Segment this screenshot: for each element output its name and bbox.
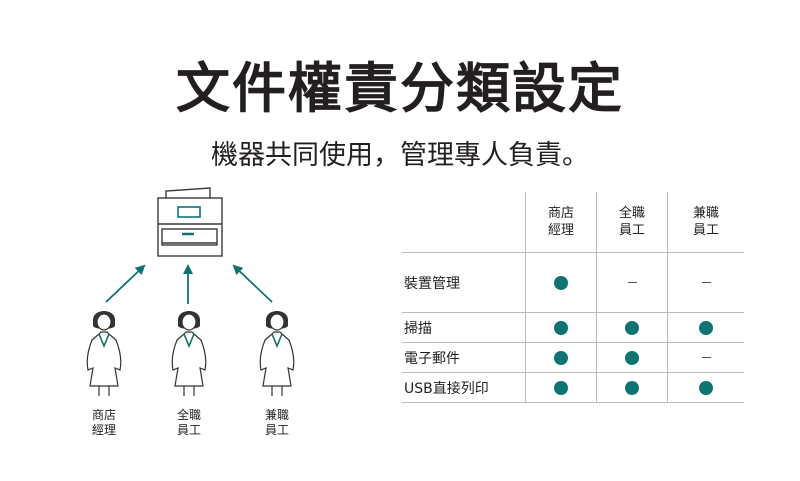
permission-cell	[525, 372, 597, 403]
row-label: 掃描	[402, 312, 526, 343]
arrow-right	[232, 264, 273, 303]
allowed-dot-icon	[554, 350, 568, 365]
person-label-parttime: 兼職員工	[264, 408, 289, 437]
not-allowed-dash-icon	[701, 357, 711, 358]
row-label: 電子郵件	[402, 342, 526, 373]
page-title: 文件權責分類設定	[176, 57, 624, 120]
person-label-manager: 商店經理	[91, 408, 116, 437]
arrow-left	[105, 264, 146, 303]
column-header: 商店經理	[525, 192, 597, 253]
printer-icon	[157, 187, 223, 257]
allowed-dot-icon	[554, 320, 568, 335]
permission-cell	[667, 342, 744, 373]
allowed-dot-icon	[554, 275, 568, 290]
person-icon	[259, 311, 295, 396]
permission-cell	[667, 372, 744, 403]
permission-cell	[667, 252, 744, 313]
permission-cell	[525, 342, 597, 373]
table-row: 電子郵件	[402, 342, 744, 373]
table-row: 裝置管理	[402, 252, 744, 313]
allowed-dot-icon	[625, 350, 639, 365]
table-row: 掃描	[402, 312, 744, 343]
column-header: 兼職員工	[667, 192, 744, 253]
permission-cell	[596, 312, 668, 343]
permission-cell	[596, 372, 668, 403]
permission-cell	[667, 312, 744, 343]
table-row: USB直接列印	[402, 372, 744, 403]
page-subtitle: 機器共同使用，管理專人負責。	[211, 140, 589, 171]
allowed-dot-icon	[699, 380, 713, 395]
person-label-fulltime: 全職員工	[176, 408, 201, 437]
allowed-dot-icon	[699, 320, 713, 335]
person-icon	[171, 311, 207, 396]
person-icon	[86, 311, 122, 396]
allowed-dot-icon	[554, 380, 568, 395]
table-header-row: 商店經理 全職員工 兼職員工	[402, 192, 744, 253]
permission-table: 商店經理 全職員工 兼職員工 裝置管理 掃描 電子郵件 USB直接列印	[402, 192, 744, 403]
permission-cell	[525, 312, 597, 343]
allowed-dot-icon	[625, 380, 639, 395]
allowed-dot-icon	[625, 320, 639, 335]
permission-cell	[596, 342, 668, 373]
row-label: 裝置管理	[402, 252, 526, 313]
not-allowed-dash-icon	[701, 282, 711, 283]
column-header: 全職員工	[596, 192, 668, 253]
permission-cell	[596, 252, 668, 313]
row-label: USB直接列印	[402, 372, 526, 403]
permission-cell	[525, 252, 597, 313]
not-allowed-dash-icon	[627, 282, 637, 283]
